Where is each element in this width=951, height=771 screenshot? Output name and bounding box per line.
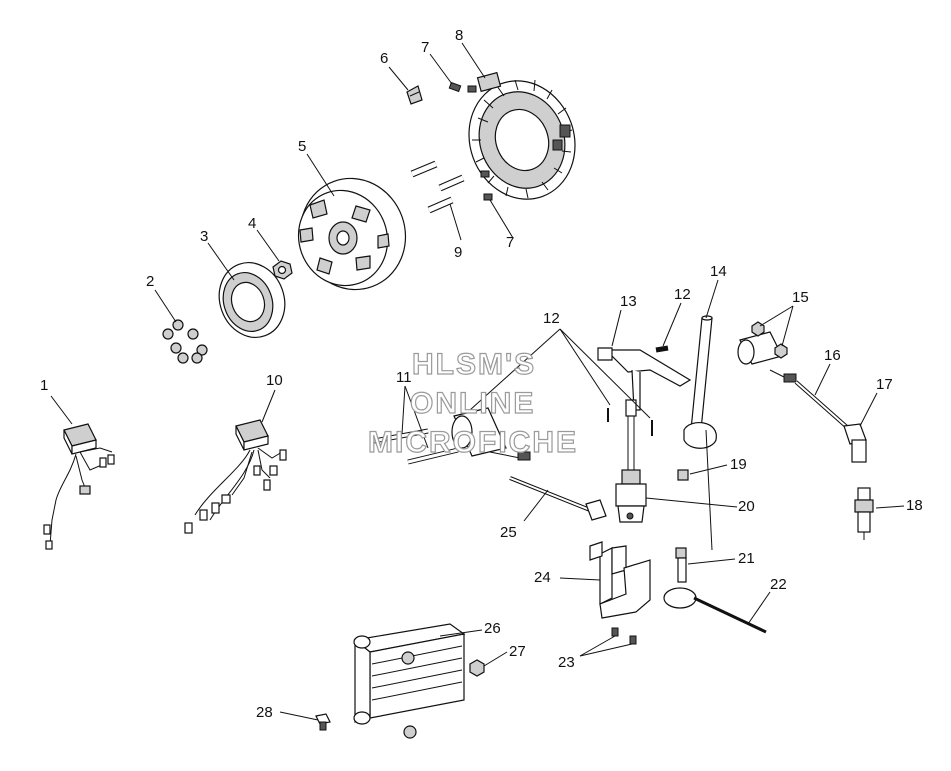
callout-5: 5 (298, 138, 306, 155)
part-19-fitting (677, 469, 689, 481)
part-9-bolts (410, 160, 465, 214)
callout-21: 21 (738, 550, 755, 567)
callout-1: 1 (40, 377, 48, 394)
callout-28: 28 (256, 704, 273, 721)
callout-labels: 1 2 3 4 5 6 7 7 8 9 10 11 12 12 13 14 15… (40, 27, 923, 721)
part-14-tube (683, 315, 717, 449)
callout-22: 22 (770, 576, 787, 593)
part-26-cdi-box (353, 623, 466, 739)
callout-19: 19 (730, 456, 747, 473)
callout-16: 16 (824, 347, 841, 364)
callout-9: 9 (454, 244, 462, 261)
callout-10: 10 (266, 372, 283, 389)
part-25-ignition-coil (451, 407, 607, 521)
callout-3: 3 (200, 228, 208, 245)
callout-15: 15 (792, 289, 809, 306)
callout-20: 20 (738, 498, 755, 515)
watermark: HLSM'S ONLINE MICROFICHE (367, 347, 578, 459)
leader-lines (50, 42, 905, 721)
callout-14: 14 (710, 263, 727, 280)
part-28-screw (315, 713, 331, 731)
callout-2: 2 (146, 273, 154, 290)
part-24-bracket (589, 541, 651, 619)
callout-27: 27 (509, 643, 526, 660)
callout-25: 25 (500, 524, 517, 541)
callout-6: 6 (380, 50, 388, 67)
callout-12-right: 12 (674, 286, 691, 303)
part-7-screws (448, 81, 493, 201)
part-1-module-harness (43, 423, 115, 550)
part-12-screws (607, 345, 669, 436)
part-13-bracket (597, 347, 692, 411)
part-2-bolts (162, 319, 208, 364)
callout-4: 4 (248, 215, 256, 232)
part-3-starter-cup (218, 262, 286, 338)
callout-13: 13 (620, 293, 637, 310)
part-4-nut (272, 260, 293, 280)
callout-24: 24 (534, 569, 551, 586)
watermark-line-1: HLSM'S (412, 348, 536, 381)
part-17-plug-boot (843, 423, 867, 463)
callout-7-bottom: 7 (506, 234, 514, 251)
callout-17: 17 (876, 376, 893, 393)
callout-11: 11 (396, 369, 412, 386)
callout-8: 8 (455, 27, 463, 44)
callout-12-left: 12 (543, 310, 560, 327)
callout-26: 26 (484, 620, 501, 637)
callout-23: 23 (558, 654, 575, 671)
watermark-line-2: ONLINE (410, 387, 535, 420)
part-23-screws (611, 627, 637, 645)
part-22-cable (663, 429, 767, 634)
part-6-clamp (406, 85, 423, 105)
part-11-bolts (373, 428, 459, 465)
part-18-spark-plug (854, 487, 874, 540)
callout-7-top: 7 (421, 39, 429, 56)
part-27-nut (469, 659, 485, 677)
callout-18: 18 (906, 497, 923, 514)
part-5-flywheel (297, 177, 407, 291)
part-21-fitting (675, 547, 687, 583)
part-10-harness (184, 419, 287, 534)
part-20-sensor-assembly (615, 399, 647, 523)
watermark-line-3: MICROFICHE (368, 426, 578, 459)
part-8-stator (468, 71, 576, 200)
